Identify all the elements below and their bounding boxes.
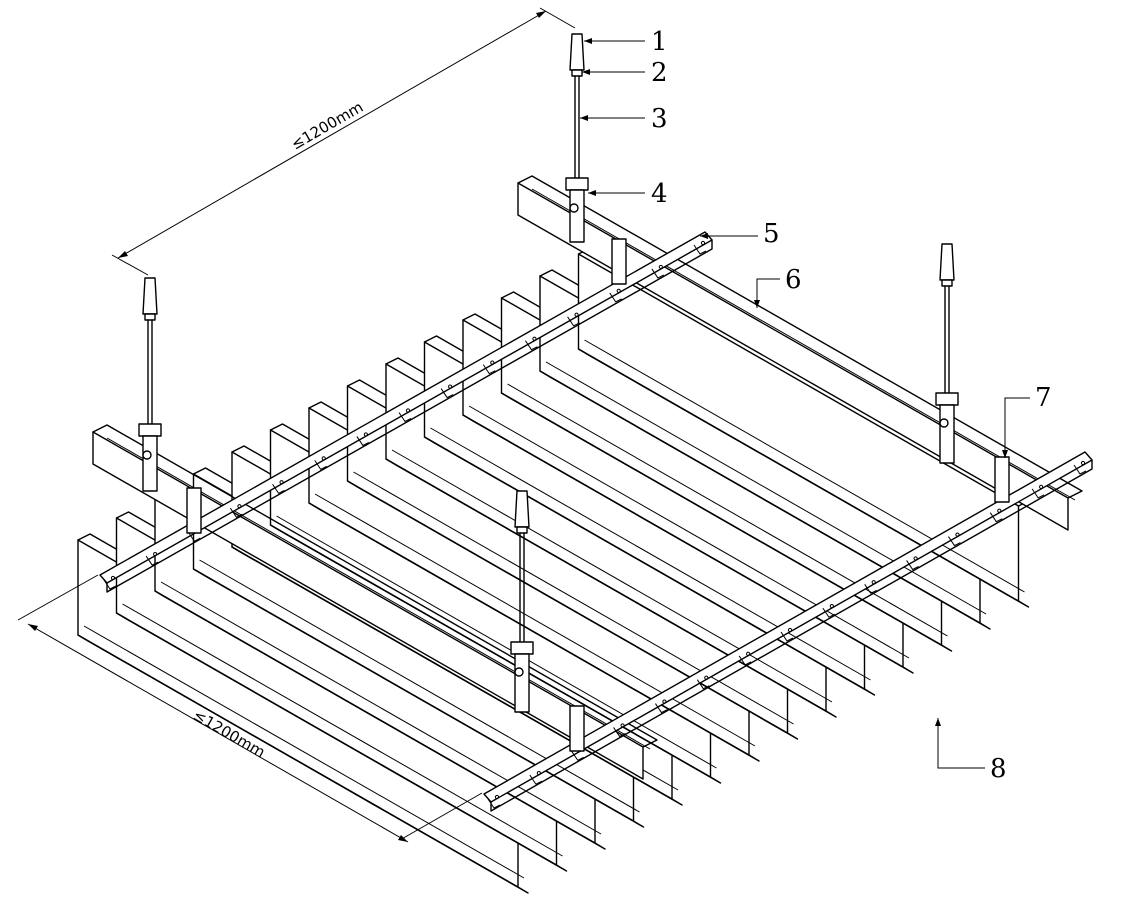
hanger-assembly-left — [138, 277, 162, 492]
carrier-hole — [913, 556, 918, 561]
callout-leaders — [580, 38, 1030, 769]
carrier-tooth — [529, 774, 543, 785]
carrier-hole — [110, 575, 116, 581]
carrier-tooth — [613, 727, 626, 738]
hanger-assembly-front — [510, 490, 534, 713]
carrier-hole — [620, 723, 625, 728]
callout-8: 8 — [990, 754, 1007, 784]
carrier-tooth — [609, 292, 622, 303]
carrier-tooth — [693, 244, 707, 255]
carrier-hole — [279, 480, 284, 485]
carrier-teeth — [103, 240, 1087, 809]
carrier-tooth — [1073, 464, 1087, 475]
carrier-hole — [700, 240, 706, 246]
dimension-top: ≤1200mm — [111, 7, 576, 276]
dimension-top-label: ≤1200mm — [288, 98, 366, 154]
callout-5: 5 — [763, 219, 780, 249]
carrier-tooth — [272, 484, 285, 494]
carrier-hole — [448, 384, 453, 389]
callout-7: 7 — [1035, 383, 1052, 413]
carrier-hole — [997, 508, 1002, 513]
carrier-hole — [955, 532, 960, 537]
carrier-tooth — [314, 460, 327, 471]
carrier-hole — [871, 580, 876, 585]
callout-1: 1 — [651, 27, 668, 57]
carrier-tooth — [145, 555, 159, 566]
carrier-hole — [574, 312, 579, 317]
carrier-hole — [532, 336, 537, 341]
hanger-assembly-back — [565, 33, 589, 243]
carrier-hole — [321, 456, 326, 461]
carrier-tooth — [651, 268, 665, 279]
connector-clip-d — [569, 705, 585, 752]
connector-clip-a — [611, 238, 627, 285]
carrier-tooth — [487, 798, 501, 809]
carrier-tooth — [398, 412, 412, 423]
carrier-tooth — [738, 655, 752, 666]
carrier-hole — [405, 408, 411, 413]
carrier-tooth — [440, 388, 454, 399]
callout-labels: 1 2 3 4 5 6 7 8 — [651, 27, 1052, 784]
carrier-tooth — [906, 560, 919, 571]
carrier-hole — [153, 551, 158, 557]
carrier-tooth — [822, 607, 836, 618]
carrier-tooth — [356, 436, 370, 447]
carrier-tooth — [103, 579, 117, 590]
carrier-tooth — [780, 631, 794, 642]
carrier-hole — [704, 675, 709, 680]
carrier-hole — [616, 288, 621, 293]
carrier-hole — [237, 504, 242, 509]
callout-4: 4 — [651, 179, 668, 209]
callout-6: 6 — [785, 265, 802, 295]
connector-clip-c — [994, 456, 1010, 503]
carrier-tooth — [525, 340, 538, 351]
carrier-hole — [746, 651, 751, 656]
carrier-tooth — [989, 512, 1003, 523]
carrier-hole — [1080, 460, 1086, 466]
carrier-tooth — [696, 679, 710, 690]
connector-clip-b — [186, 487, 202, 534]
carrier-hole — [363, 432, 368, 437]
carrier-hole — [658, 264, 663, 270]
carrier-tooth — [571, 751, 584, 761]
louver-blade — [577, 247, 1032, 608]
carrier-hole — [536, 771, 541, 776]
carrier-tooth — [948, 536, 961, 547]
hanger-assembly-right — [935, 243, 959, 464]
callout-3: 3 — [651, 104, 668, 134]
carrier-hole — [662, 699, 667, 704]
louver-blades — [77, 247, 1032, 894]
carrier-tooth — [864, 584, 877, 594]
carrier-hole — [494, 794, 500, 800]
carrier-tooth — [187, 531, 201, 542]
carrier-tooth — [567, 316, 580, 327]
carrier-hole — [1039, 484, 1044, 489]
carrier-hole — [829, 604, 834, 609]
carrier-tooth — [230, 507, 243, 518]
callout-2: 2 — [651, 58, 668, 88]
carrier-tooth — [1031, 488, 1045, 499]
carrier-tooth — [655, 703, 668, 714]
carrier-hole — [490, 360, 495, 365]
carrier-tooth — [482, 364, 496, 375]
carrier-hole — [787, 627, 793, 633]
